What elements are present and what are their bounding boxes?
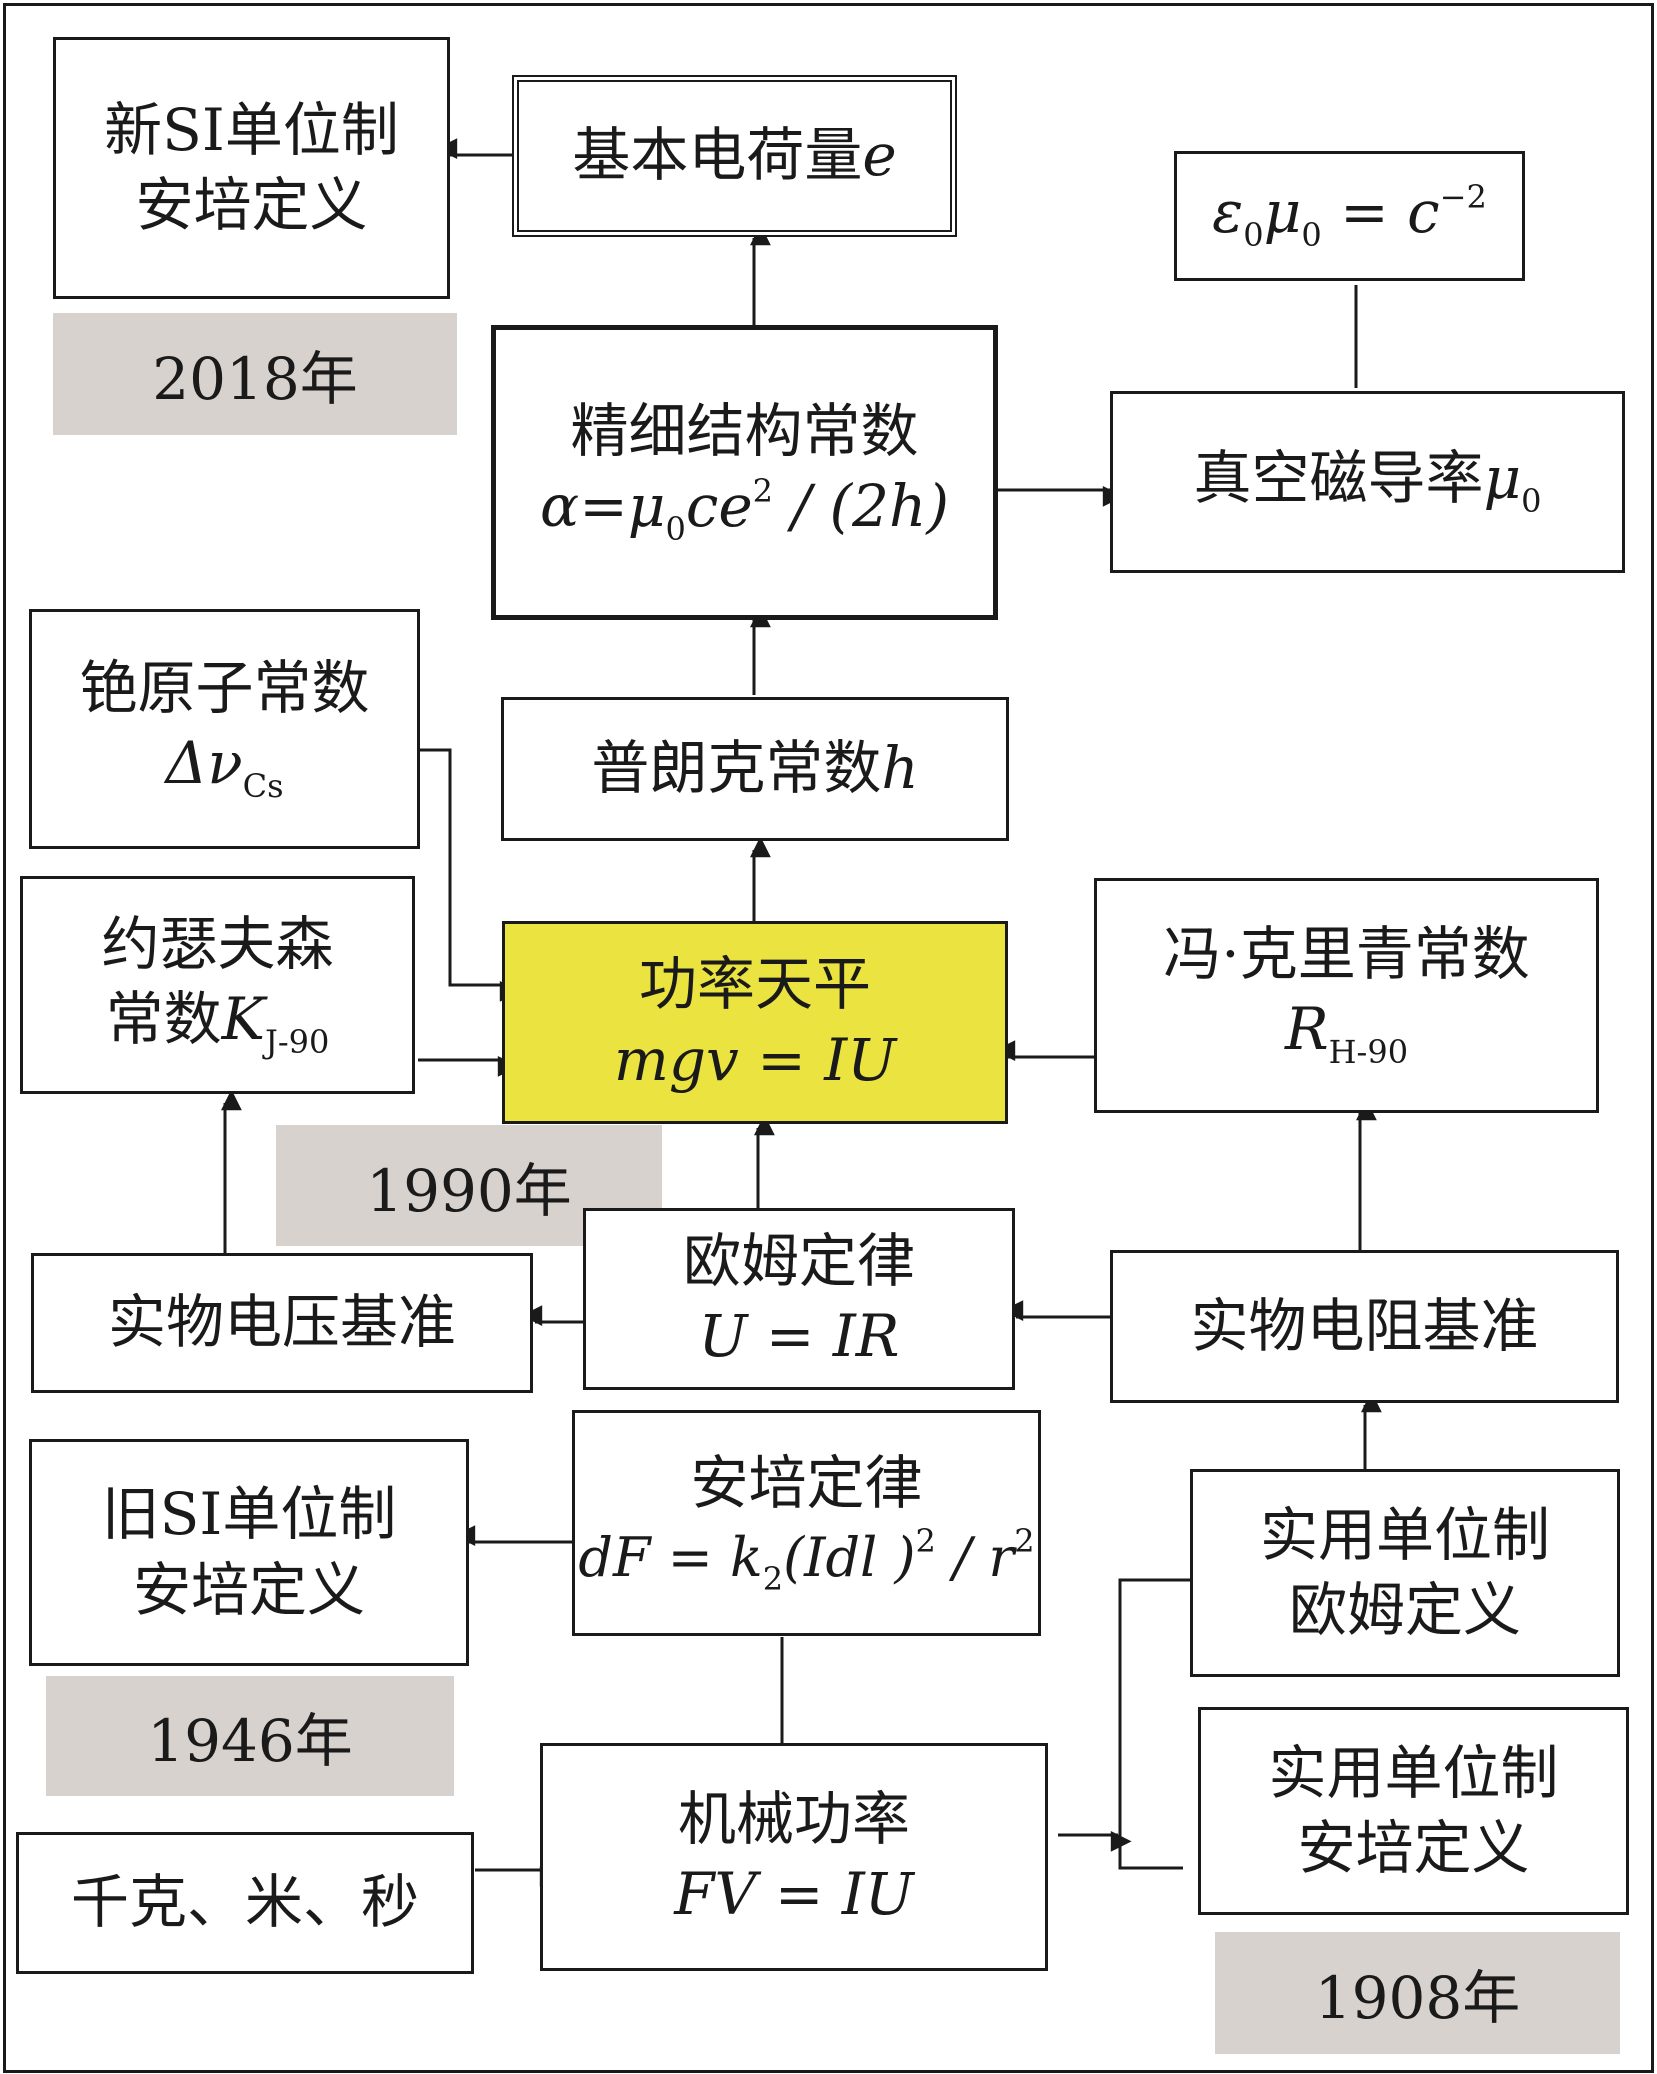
watt-balance-box: 功率天平 mgv = IU <box>502 921 1008 1124</box>
cesium-atom-constant-box: 铯原子常数 ΔνCs <box>29 609 420 849</box>
physical-resistance-standard-box: 实物电阻基准 <box>1110 1250 1619 1403</box>
year-label-2018: 2018年 <box>53 313 457 435</box>
practical-ampere-definition-box: 实用单位制 安培定义 <box>1198 1707 1629 1915</box>
josephson-constant-box: 约瑟夫森 常数KJ-90 <box>20 876 415 1094</box>
practical-ohm-definition-box: 实用单位制 欧姆定义 <box>1190 1469 1620 1677</box>
ohms-law-box: 欧姆定律 U = IR <box>583 1208 1015 1390</box>
year-label-1908: 1908年 <box>1215 1932 1620 2054</box>
vacuum-permeability-box: 真空磁导率μ0 <box>1110 391 1625 573</box>
year-label-1946: 1946年 <box>46 1676 454 1796</box>
fine-structure-constant-box: 精细结构常数 α=μ0ce2 / (2h) <box>491 325 998 620</box>
mechanical-power-box: 机械功率 FV = IU <box>540 1743 1048 1971</box>
old-si-ampere-definition-box: 旧SI单位制 安培定义 <box>29 1439 469 1666</box>
von-klitzing-constant-box: 冯·克里青常数 RH-90 <box>1094 878 1599 1113</box>
arrow-cesium-to-balance <box>418 748 521 1002</box>
diagram-frame <box>3 3 1654 2073</box>
planck-constant-box: 普朗克常数h <box>501 697 1009 841</box>
ampere-law-box: 安培定律 dF = k2(Idl )2 / r2 <box>572 1410 1041 1636</box>
bracket-practical-units <box>1118 1578 1190 1870</box>
elementary-charge-box: 基本电荷量e <box>512 75 957 237</box>
kilogram-meter-second-box: 千克、米、秒 <box>16 1832 474 1974</box>
physical-voltage-standard-box: 实物电压基准 <box>31 1253 533 1393</box>
new-si-ampere-definition-box: 新SI单位制 安培定义 <box>53 37 450 299</box>
epsilon-mu-relation-box: ε0μ0 = c−2 <box>1174 151 1525 281</box>
